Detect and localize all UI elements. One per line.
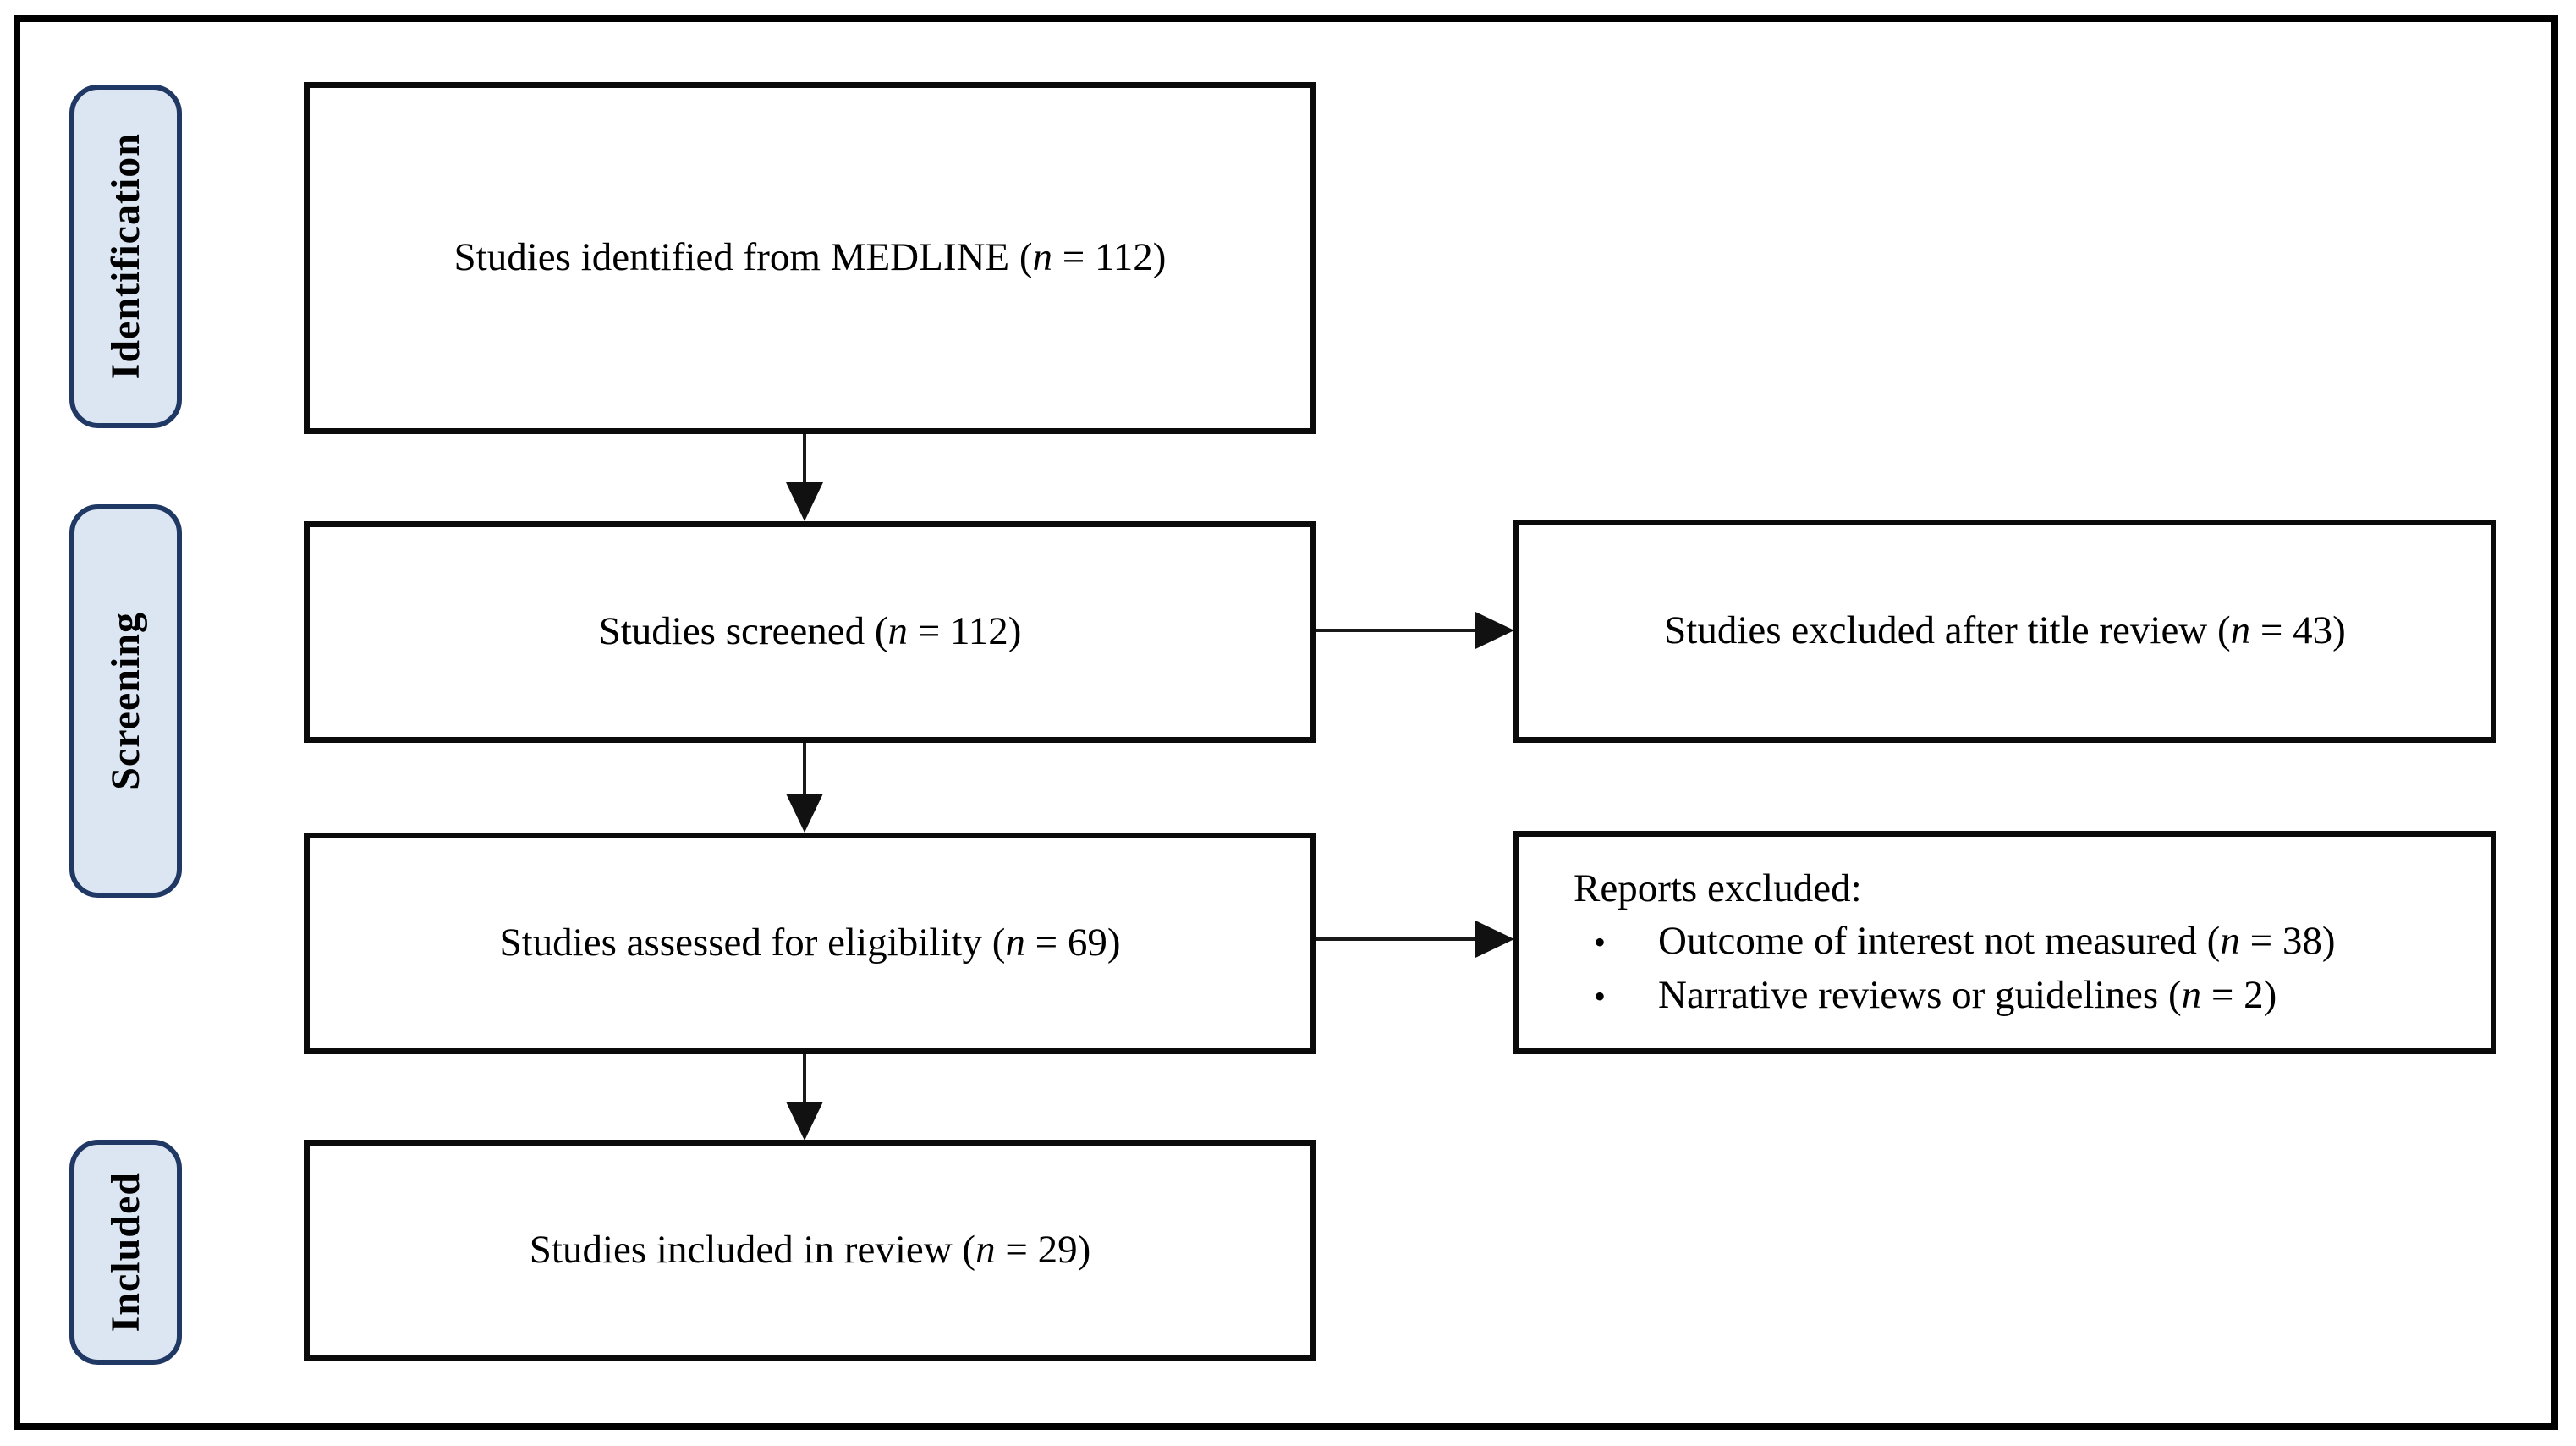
box-studies-screened-text: Studies screened (n = 112)	[598, 609, 1022, 654]
reports-excluded-item: • Outcome of interest not measured (n = …	[1574, 915, 2477, 969]
bullet-icon: •	[1594, 977, 1607, 1015]
box-reports-excluded: Reports excluded: • Outcome of interest …	[1513, 831, 2496, 1054]
stage-label-included: Included	[69, 1140, 182, 1365]
arrow-down-icon	[786, 482, 823, 521]
stage-label-screening: Screening	[69, 504, 182, 898]
arrow-assessed-to-reports-excluded-line	[1316, 937, 1475, 941]
arrow-down-icon	[786, 794, 823, 833]
box-studies-identified-text: Studies identified from MEDLINE (n = 112…	[453, 235, 1167, 280]
arrow-identified-to-screened-line	[803, 434, 806, 482]
arrow-right-icon	[1475, 921, 1514, 958]
box-studies-included: Studies included in review (n = 29)	[304, 1140, 1316, 1361]
box-excluded-title-review: Studies excluded after title review (n =…	[1513, 520, 2496, 743]
box-studies-included-text: Studies included in review (n = 29)	[529, 1228, 1091, 1273]
arrow-assessed-to-included-line	[803, 1054, 806, 1102]
arrow-right-icon	[1475, 612, 1514, 649]
box-reports-excluded-content: Reports excluded: • Outcome of interest …	[1519, 862, 2491, 1023]
arrow-down-icon	[786, 1102, 823, 1141]
box-studies-identified: Studies identified from MEDLINE (n = 112…	[304, 82, 1316, 434]
arrow-screened-to-assessed-line	[803, 743, 806, 794]
box-excluded-title-review-text: Studies excluded after title review (n =…	[1664, 608, 2346, 653]
reports-excluded-item-text: Narrative reviews or guidelines (n = 2)	[1658, 973, 2277, 1017]
stage-label-identification: Identification	[69, 85, 182, 428]
stage-label-included-text: Included	[103, 1172, 148, 1333]
stage-label-screening-text: Screening	[103, 612, 148, 790]
stage-label-identification-text: Identification	[103, 133, 148, 380]
box-studies-assessed-text: Studies assessed for eligibility (n = 69…	[499, 921, 1121, 965]
reports-excluded-item-text: Outcome of interest not measured (n = 38…	[1658, 919, 2336, 963]
arrow-screened-to-excluded-line	[1316, 629, 1475, 632]
reports-excluded-heading: Reports excluded:	[1574, 866, 1862, 910]
box-studies-screened: Studies screened (n = 112)	[304, 521, 1316, 743]
bullet-icon: •	[1594, 923, 1607, 961]
box-studies-assessed: Studies assessed for eligibility (n = 69…	[304, 833, 1316, 1054]
reports-excluded-item: • Narrative reviews or guidelines (n = 2…	[1574, 969, 2477, 1023]
